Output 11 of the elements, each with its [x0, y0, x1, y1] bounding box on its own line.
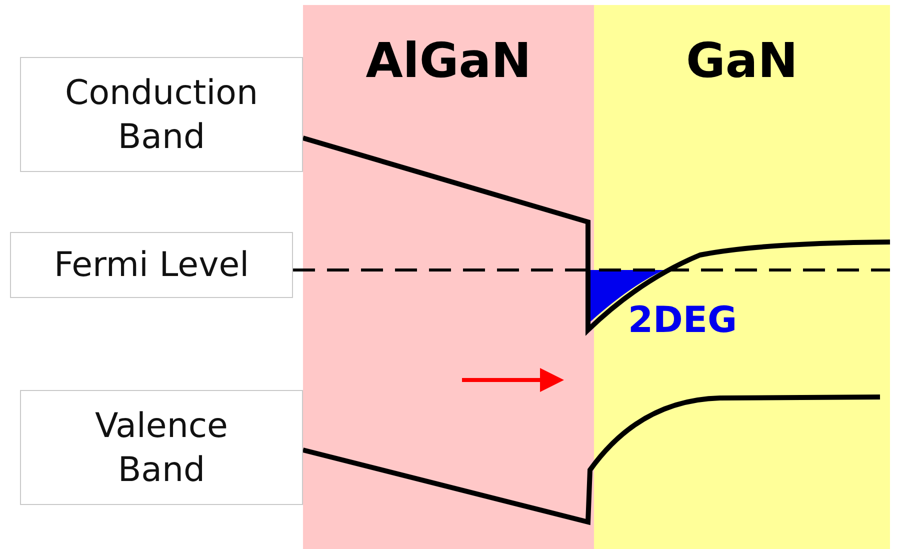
region-label: 2DEG — [628, 300, 738, 341]
region-title: GaN — [685, 33, 799, 89]
region-title: AlGaN — [364, 33, 532, 89]
label-box — [20, 57, 303, 172]
label-box — [10, 232, 293, 298]
band-label: Valence Band — [94, 404, 229, 492]
label-box — [20, 390, 303, 505]
band-label: Conduction Band — [64, 72, 260, 158]
material-region — [594, 5, 890, 549]
band-label: Fermi Level — [54, 244, 250, 287]
material-region — [303, 5, 594, 549]
